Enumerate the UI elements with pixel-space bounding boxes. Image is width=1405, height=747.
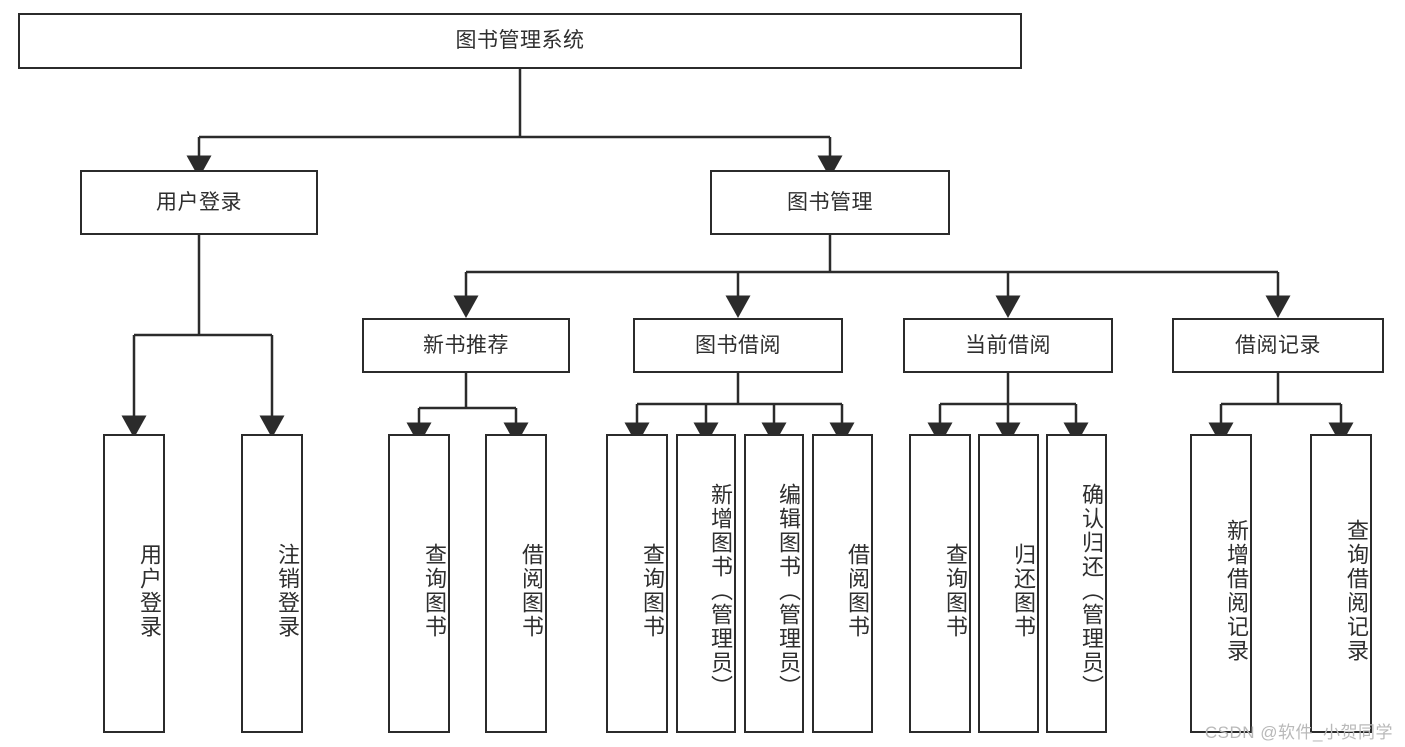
node-current-borrow-label: 当前借阅 (965, 333, 1051, 357)
node-root-label: 图书管理系统 (455, 29, 585, 53)
node-book-management-label: 图书管理 (787, 190, 873, 214)
node-borrow-record-label: 借阅记录 (1235, 333, 1321, 357)
leaf-user-login[interactable]: 用户登录 (103, 434, 165, 733)
node-user-login[interactable]: 用户登录 (80, 170, 318, 235)
leaf-add-book-label: 新增图书（管理员） (708, 482, 733, 699)
leaf-add-record[interactable]: 新增借阅记录 (1190, 434, 1252, 733)
node-borrow-record[interactable]: 借阅记录 (1172, 318, 1384, 373)
node-book-borrow[interactable]: 图书借阅 (633, 318, 843, 373)
csdn-watermark: CSDN @软件_小贺同学 (1204, 723, 1393, 742)
leaf-edit-book-label: 编辑图书（管理员） (776, 482, 801, 699)
node-book-borrow-label: 图书借阅 (695, 333, 781, 357)
leaf-add-book[interactable]: 新增图书（管理员） (676, 434, 736, 733)
leaf-confirm-return-label: 确认归还（管理员） (1079, 482, 1104, 699)
leaf-edit-book[interactable]: 编辑图书（管理员） (744, 434, 804, 733)
node-new-book-recommend[interactable]: 新书推荐 (362, 318, 570, 373)
node-current-borrow[interactable]: 当前借阅 (903, 318, 1113, 373)
node-new-book-recommend-label: 新书推荐 (423, 333, 509, 357)
leaf-borrow-book-2-label: 借阅图书 (845, 542, 870, 639)
leaf-return-book-label: 归还图书 (1011, 542, 1036, 639)
leaf-borrow-book-1-label: 借阅图书 (519, 542, 544, 639)
leaf-user-login-label: 用户登录 (137, 542, 162, 639)
leaf-query-book-1[interactable]: 查询图书 (388, 434, 450, 733)
node-user-login-label: 用户登录 (156, 190, 242, 214)
leaf-add-record-label: 新增借阅记录 (1224, 518, 1249, 663)
node-root[interactable]: 图书管理系统 (18, 13, 1022, 69)
leaf-confirm-return[interactable]: 确认归还（管理员） (1046, 434, 1107, 733)
leaf-query-record[interactable]: 查询借阅记录 (1310, 434, 1372, 733)
leaf-query-book-1-label: 查询图书 (422, 542, 447, 639)
leaf-borrow-book-2[interactable]: 借阅图书 (812, 434, 873, 733)
leaf-borrow-book-1[interactable]: 借阅图书 (485, 434, 547, 733)
leaf-query-book-2[interactable]: 查询图书 (606, 434, 668, 733)
leaf-query-record-label: 查询借阅记录 (1344, 518, 1369, 663)
leaf-query-book-2-label: 查询图书 (640, 542, 665, 639)
leaf-query-book-3[interactable]: 查询图书 (909, 434, 971, 733)
leaf-return-book[interactable]: 归还图书 (978, 434, 1039, 733)
leaf-logout-login-label: 注销登录 (275, 542, 300, 639)
node-book-management[interactable]: 图书管理 (710, 170, 950, 235)
leaf-logout-login[interactable]: 注销登录 (241, 434, 303, 733)
leaf-query-book-3-label: 查询图书 (943, 542, 968, 639)
